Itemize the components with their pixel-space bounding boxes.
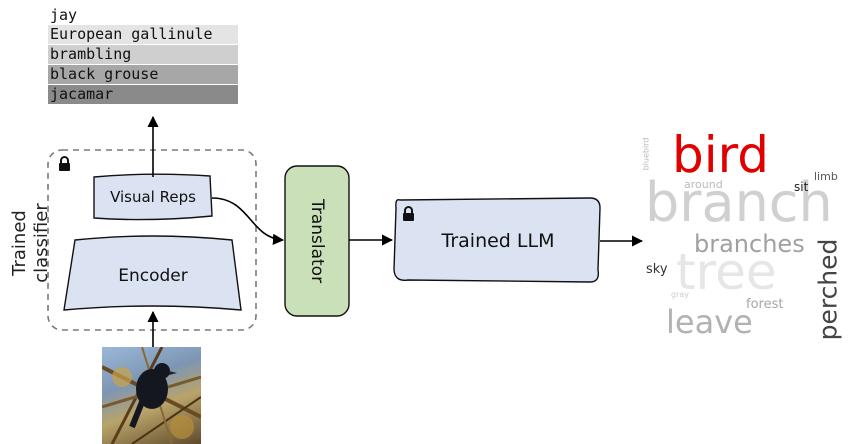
word-branches: branches bbox=[694, 230, 805, 258]
encoder-label: Encoder bbox=[118, 266, 188, 286]
prediction-item: jay bbox=[48, 6, 238, 25]
prediction-label: jacamar bbox=[50, 85, 114, 103]
classifier-title: Trained classifier bbox=[9, 203, 52, 283]
word-forest: forest bbox=[746, 297, 784, 312]
word-gray: gray bbox=[671, 290, 690, 299]
prediction-label: European gallinule bbox=[50, 25, 213, 43]
prediction-label: jay bbox=[50, 6, 78, 24]
word-bluebird: bluebird bbox=[641, 137, 651, 171]
word-branch: branch bbox=[645, 171, 833, 234]
word-tree: tree bbox=[676, 243, 777, 301]
lock-icon bbox=[59, 156, 70, 171]
visual-reps-label: Visual Reps bbox=[110, 188, 196, 206]
prediction-item: black grouse bbox=[48, 65, 238, 84]
llm-label: Trained LLM bbox=[441, 230, 555, 252]
prediction-item: brambling bbox=[48, 45, 238, 64]
classifier-container bbox=[47, 149, 257, 331]
encoder-box bbox=[63, 235, 242, 311]
prediction-label: black grouse bbox=[50, 65, 159, 83]
lock-icon bbox=[403, 206, 414, 221]
word-around: around bbox=[684, 178, 723, 191]
input-image bbox=[102, 347, 201, 444]
word-perched: perched bbox=[813, 238, 843, 341]
bird-photo bbox=[102, 347, 201, 444]
arrow-reps-to-translator bbox=[211, 197, 285, 245]
word-sky: sky bbox=[646, 262, 668, 277]
prediction-item: European gallinule bbox=[48, 25, 238, 44]
visual-reps-box bbox=[93, 173, 213, 221]
translator-box bbox=[284, 165, 350, 317]
word-leave: leave bbox=[666, 303, 753, 341]
llm-box bbox=[393, 197, 601, 283]
translator-label: Translator bbox=[307, 198, 327, 284]
prediction-label: brambling bbox=[50, 45, 132, 63]
prediction-item: jacamar bbox=[48, 85, 238, 104]
word-bird: bird bbox=[672, 126, 770, 184]
word-sit: sit bbox=[794, 180, 809, 194]
word-limb: limb bbox=[814, 170, 838, 183]
